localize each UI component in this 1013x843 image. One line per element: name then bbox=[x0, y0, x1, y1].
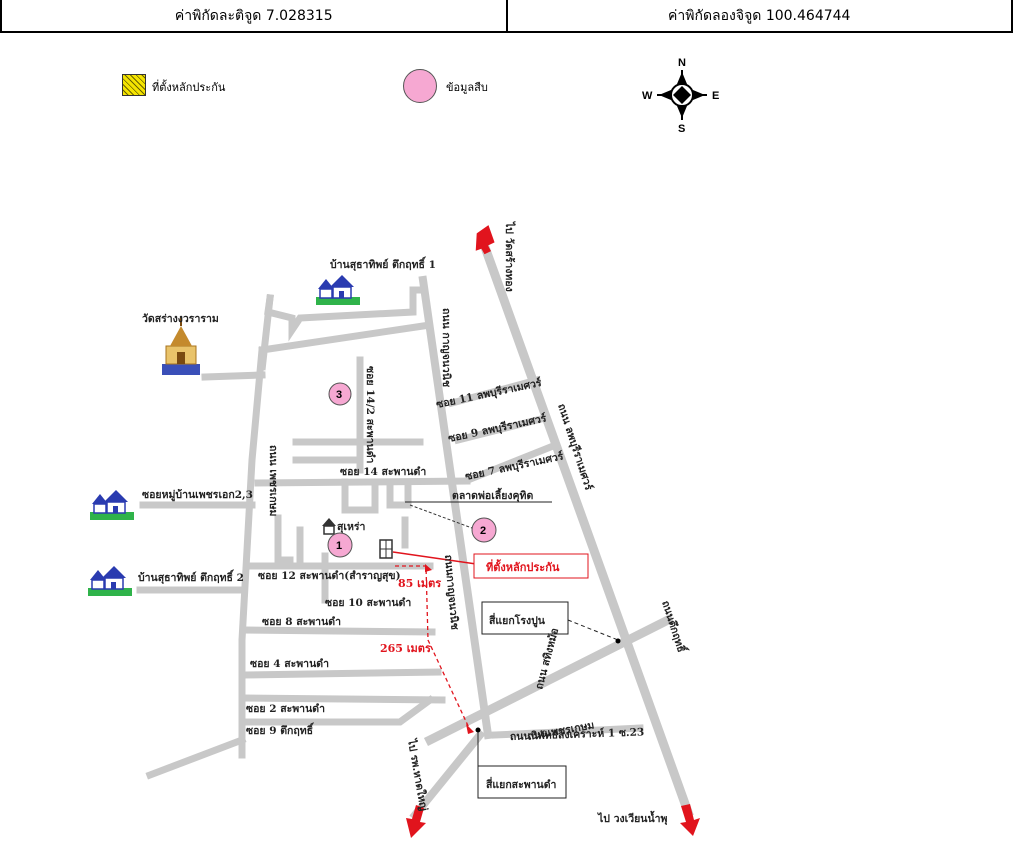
house-icon bbox=[87, 274, 361, 597]
kanchanawanit-2-label: ถนนกาญจนวนิช bbox=[442, 554, 461, 630]
to-bottom-left-label: ไป รพ.หาดใหญ่ bbox=[405, 737, 432, 812]
village-left1-label: ซอยหมู่บ้านเพชรเอก2,3 bbox=[142, 488, 253, 502]
rong-pun-box bbox=[481, 601, 569, 635]
compass-s: S bbox=[678, 123, 685, 135]
soi-4-label: ซอย 4 สะพานดำ bbox=[250, 658, 329, 670]
soi-7-label: ซอย 7 ลพบุรีราเมศวร์ bbox=[464, 449, 565, 484]
collateral-legend-label: ที่ตั้งหลักประกัน bbox=[152, 81, 226, 94]
longitude-cell: ค่าพิกัดลองจิจูด 100.464744 bbox=[505, 0, 1013, 33]
saphan-dam-label: สี่แยกสะพานดำ bbox=[485, 776, 556, 791]
survey-legend-circle bbox=[403, 69, 437, 103]
distance-265-label: 265 เมตร bbox=[380, 642, 431, 655]
kanchanawanit-1-label: ถนน กาญจนวนิช bbox=[440, 308, 452, 387]
compass-e: E bbox=[712, 90, 719, 102]
survey-legend-label: ข้อมูลสืบ bbox=[446, 81, 488, 94]
to-top-label: ไป วัดสร้างทอง bbox=[503, 221, 516, 292]
temple-label: วัดสร่างงวราราม bbox=[142, 313, 219, 325]
arrow-down-icon bbox=[406, 804, 700, 838]
compass-w: W bbox=[642, 90, 653, 102]
distance-85-label: 85 เมตร bbox=[398, 577, 441, 590]
saphan-dam-box bbox=[477, 765, 567, 799]
rong-pun-label: สี่แยกโรงปูน bbox=[488, 612, 545, 628]
collateral-legend-swatch bbox=[122, 74, 146, 96]
phetkasem-label: ถนน เพชรเกษม bbox=[267, 445, 279, 517]
market-label: ตลาดพ่อเลี้ยงคุทิด bbox=[452, 487, 533, 503]
compass-icon: N S E W bbox=[642, 57, 719, 135]
road-network bbox=[136, 244, 694, 821]
poi-3-number: 3 bbox=[336, 389, 342, 401]
latitude-cell: ค่าพิกัดละติจูด 7.028315 bbox=[0, 0, 508, 33]
poi-1-number: 1 bbox=[336, 540, 342, 552]
soi-14-label: ซอย 14 สะพานดำ bbox=[340, 466, 426, 478]
nipat-label: ถนนนิพัทธ์สงเคราะห์ 1 ซ.23 bbox=[510, 725, 645, 743]
mosque-label: สุเหร่า bbox=[337, 521, 366, 534]
temple-icon bbox=[162, 318, 200, 375]
route-dashed-line bbox=[395, 565, 471, 731]
mosque-icon bbox=[322, 518, 336, 535]
poi-markers bbox=[327, 382, 497, 558]
soi-10-label: ซอย 10 สะพานดำ bbox=[325, 597, 411, 609]
compass-n: N bbox=[678, 57, 686, 69]
arrow-up-icon bbox=[475, 225, 495, 255]
collateral-callout-box bbox=[473, 553, 589, 579]
collateral-callout-label: ที่ตั้งหลักประกัน bbox=[486, 559, 560, 574]
village-left2-label: บ้านสุธาทิพย์ ตึกฤทธิ์ 2 bbox=[138, 569, 244, 585]
soi-2-label: ซอย 2 สะพานดำ bbox=[246, 703, 325, 715]
coordinate-header: ค่าพิกัดละติจูด 7.028315 ค่าพิกัดลองจิจู… bbox=[0, 0, 1013, 33]
soi-12-label: ซอย 12 สะพานดำ(สำราญสุข) bbox=[258, 570, 401, 583]
to-bottom-right-label: ไป วงเวียนน้ำพุ bbox=[597, 810, 668, 826]
village-top-label: บ้านสุธาทิพย์ ตึกฤทธิ์ 1 bbox=[330, 256, 436, 272]
soi-8-label: ซอย 8 สะพานดำ bbox=[262, 616, 341, 628]
soi-9-lop-label: ซอย 9 ลพบุรีราเมศวร์ bbox=[447, 411, 548, 446]
poi-2-number: 2 bbox=[480, 525, 486, 537]
building-icon bbox=[379, 539, 393, 559]
soi-9-tuek-label: ซอย 9 ตึกฤทธิ์ bbox=[246, 722, 315, 737]
soi-14-2-label: ซอย 14/2 สะพานดำ bbox=[364, 366, 376, 464]
sathing-label: ถนน สทิงหม้อ bbox=[532, 627, 561, 691]
